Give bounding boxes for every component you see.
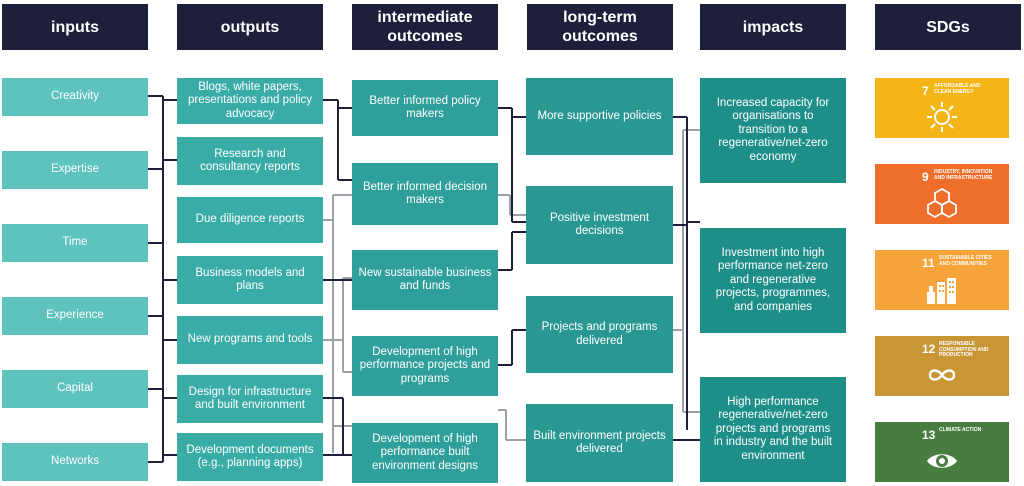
sdg-12-tile: 12 Responsible consumption and productio… — [875, 336, 1009, 396]
sdg-label: Climate action — [939, 427, 982, 433]
sdg-number: 12 — [922, 342, 936, 356]
input-time: Time — [2, 224, 148, 262]
sdg-9-tile: 9 Industry, innovation and infrastructur… — [875, 164, 1009, 224]
infinity-icon — [928, 369, 956, 381]
impact-hp-projects: High performance regenerative/net-zero p… — [700, 377, 846, 482]
header-outputs: outputs — [177, 4, 323, 50]
header-intermediate-outcomes: intermediate outcomes — [352, 4, 498, 50]
longterm-supportive-policies: More supportive policies — [526, 78, 673, 155]
sdg-7-tile: 7 Affordable and clean energy — [875, 78, 1009, 138]
impact-capacity: Increased capacity for organisations to … — [700, 78, 846, 183]
input-expertise: Expertise — [2, 151, 148, 189]
sdg-number: 13 — [922, 428, 936, 442]
dark-connectors — [148, 95, 700, 463]
input-capital: Capital — [2, 370, 148, 408]
header-impacts: impacts — [700, 4, 846, 50]
input-creativity: Creativity — [2, 78, 148, 116]
earth-eye-icon — [927, 454, 957, 468]
sdg-label: Responsible consumption and production — [939, 341, 989, 358]
sdg-13-tile: 13 Climate action — [875, 422, 1009, 482]
output-programs-tools: New programs and tools — [177, 316, 323, 364]
output-infrastructure-design: Design for infrastructure and built envi… — [177, 375, 323, 423]
longterm-built-environment: Built environment projects delivered — [526, 404, 673, 482]
grey-connectors — [323, 129, 700, 453]
sdg-11-tile: 11 Sustainable cities and communities — [875, 250, 1009, 310]
output-research-reports: Research and consultancy reports — [177, 137, 323, 185]
sun-plug-icon — [927, 102, 957, 132]
header-inputs: inputs — [2, 4, 148, 50]
output-business-models: Business models and plans — [177, 256, 323, 304]
intermediate-hp-designs: Development of high performance built en… — [352, 423, 498, 483]
sdg-label: Industry, innovation and infrastructure — [934, 169, 993, 181]
longterm-investment-decisions: Positive investment decisions — [526, 186, 673, 264]
city-icon — [927, 278, 956, 304]
intermediate-hp-projects: Development of high performance projects… — [352, 336, 498, 396]
output-due-diligence: Due diligence reports — [177, 197, 323, 243]
sdg-label: Affordable and clean energy — [934, 83, 981, 95]
header-sdgs: SDGs — [875, 4, 1021, 50]
header-long-term-outcomes: long-term outcomes — [527, 4, 673, 50]
sdg-label: Sustainable cities and communities — [939, 255, 992, 267]
sdg-number: 7 — [922, 84, 929, 98]
output-blogs: Blogs, white papers, presentations and p… — [177, 78, 323, 124]
input-experience: Experience — [2, 297, 148, 335]
sdg-number: 11 — [922, 256, 935, 270]
intermediate-policy-makers: Better informed policy makers — [352, 80, 498, 136]
input-networks: Networks — [2, 443, 148, 481]
longterm-projects-delivered: Projects and programs delivered — [526, 296, 673, 373]
intermediate-business-funds: New sustainable business and funds — [352, 250, 498, 310]
cubes-icon — [927, 187, 957, 219]
output-development-documents: Development documents (e.g., planning ap… — [177, 433, 323, 481]
sdg-number: 9 — [922, 170, 929, 184]
intermediate-decision-makers: Better informed decision makers — [352, 163, 498, 225]
impact-investment: Investment into high performance net-zer… — [700, 228, 846, 333]
